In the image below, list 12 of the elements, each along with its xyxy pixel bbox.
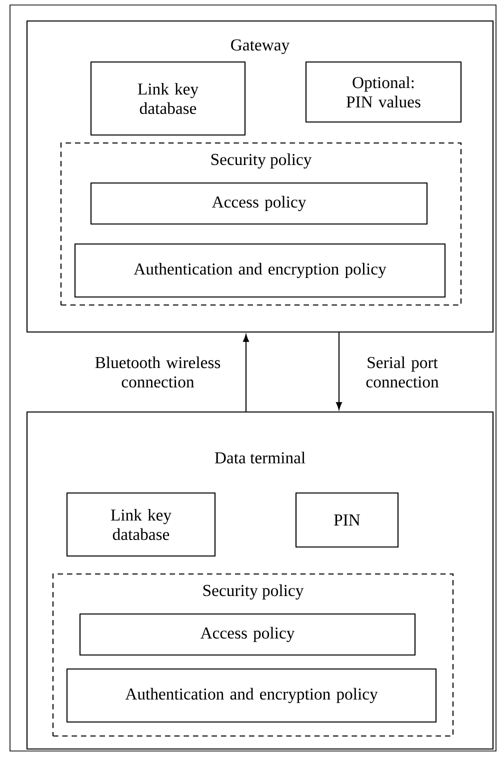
policy-box: Authentication and encryption policy	[66, 668, 437, 723]
edge-label: Bluetooth wireless connection	[95, 356, 220, 388]
arrow	[243, 334, 249, 412]
component-box: PIN	[295, 492, 399, 548]
component-box: Link key database	[90, 61, 246, 136]
policy-box: Access policy	[79, 613, 416, 656]
component-box: Link key database	[66, 492, 216, 557]
edge-label: Serial port connection	[366, 356, 439, 388]
component-box: Optional: PIN values	[305, 61, 462, 123]
policy-box: Authentication and encryption policy	[74, 243, 446, 298]
arrow	[336, 332, 342, 410]
policy-box: Access policy	[90, 182, 428, 225]
